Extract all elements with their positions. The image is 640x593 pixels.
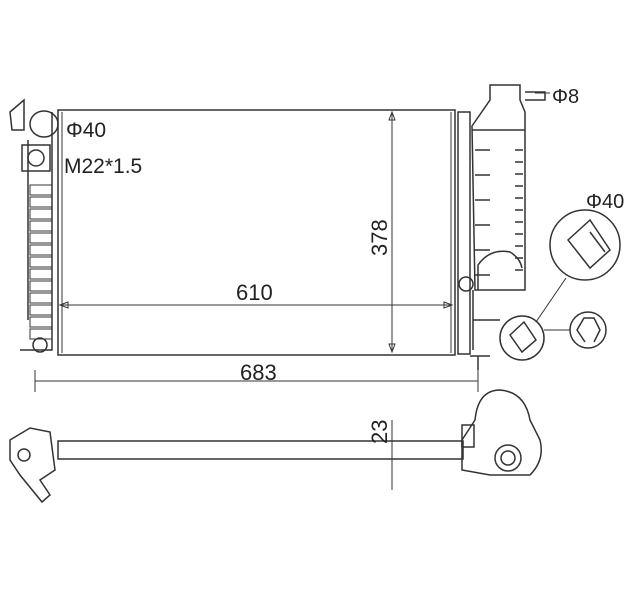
tank-rib: [29, 196, 53, 208]
tank-rib: [29, 256, 53, 268]
left-tank: [9, 98, 59, 353]
tank-rib: [29, 304, 53, 316]
vent-diameter-label: Φ8: [552, 86, 579, 108]
expansion-reservoir: [471, 84, 526, 291]
tank-rib: [29, 328, 53, 340]
dimension-lines: [34, 110, 479, 490]
left-inlet-side-view: [9, 427, 56, 504]
reservoir-side-view: [461, 389, 542, 476]
tank-rib: [29, 244, 53, 256]
thread-label: M22*1.5: [64, 155, 142, 178]
tank-rib: [29, 292, 53, 304]
core-thickness-label: 23: [367, 420, 392, 444]
right-tank: [457, 84, 550, 370]
tank-rib: [29, 232, 53, 244]
tank-rib: [29, 208, 53, 220]
top-view: [9, 389, 542, 504]
tank-rib: [29, 268, 53, 280]
radiator-core: [57, 109, 456, 356]
detail-callouts: [499, 209, 621, 361]
core-width-label: 610: [236, 280, 273, 305]
core-height-label: 378: [367, 219, 392, 256]
tank-rib: [29, 280, 53, 292]
overall-width-label: 683: [240, 360, 277, 385]
inlet-pipe-icon: [29, 110, 59, 138]
inlet-diameter-label: Φ40: [66, 119, 106, 142]
tank-rib: [29, 220, 53, 232]
tank-rib: [29, 316, 53, 328]
drain-plug-icon: [27, 149, 45, 167]
tank-rib: [29, 184, 53, 196]
outlet-diameter-label: Φ40: [586, 191, 624, 213]
